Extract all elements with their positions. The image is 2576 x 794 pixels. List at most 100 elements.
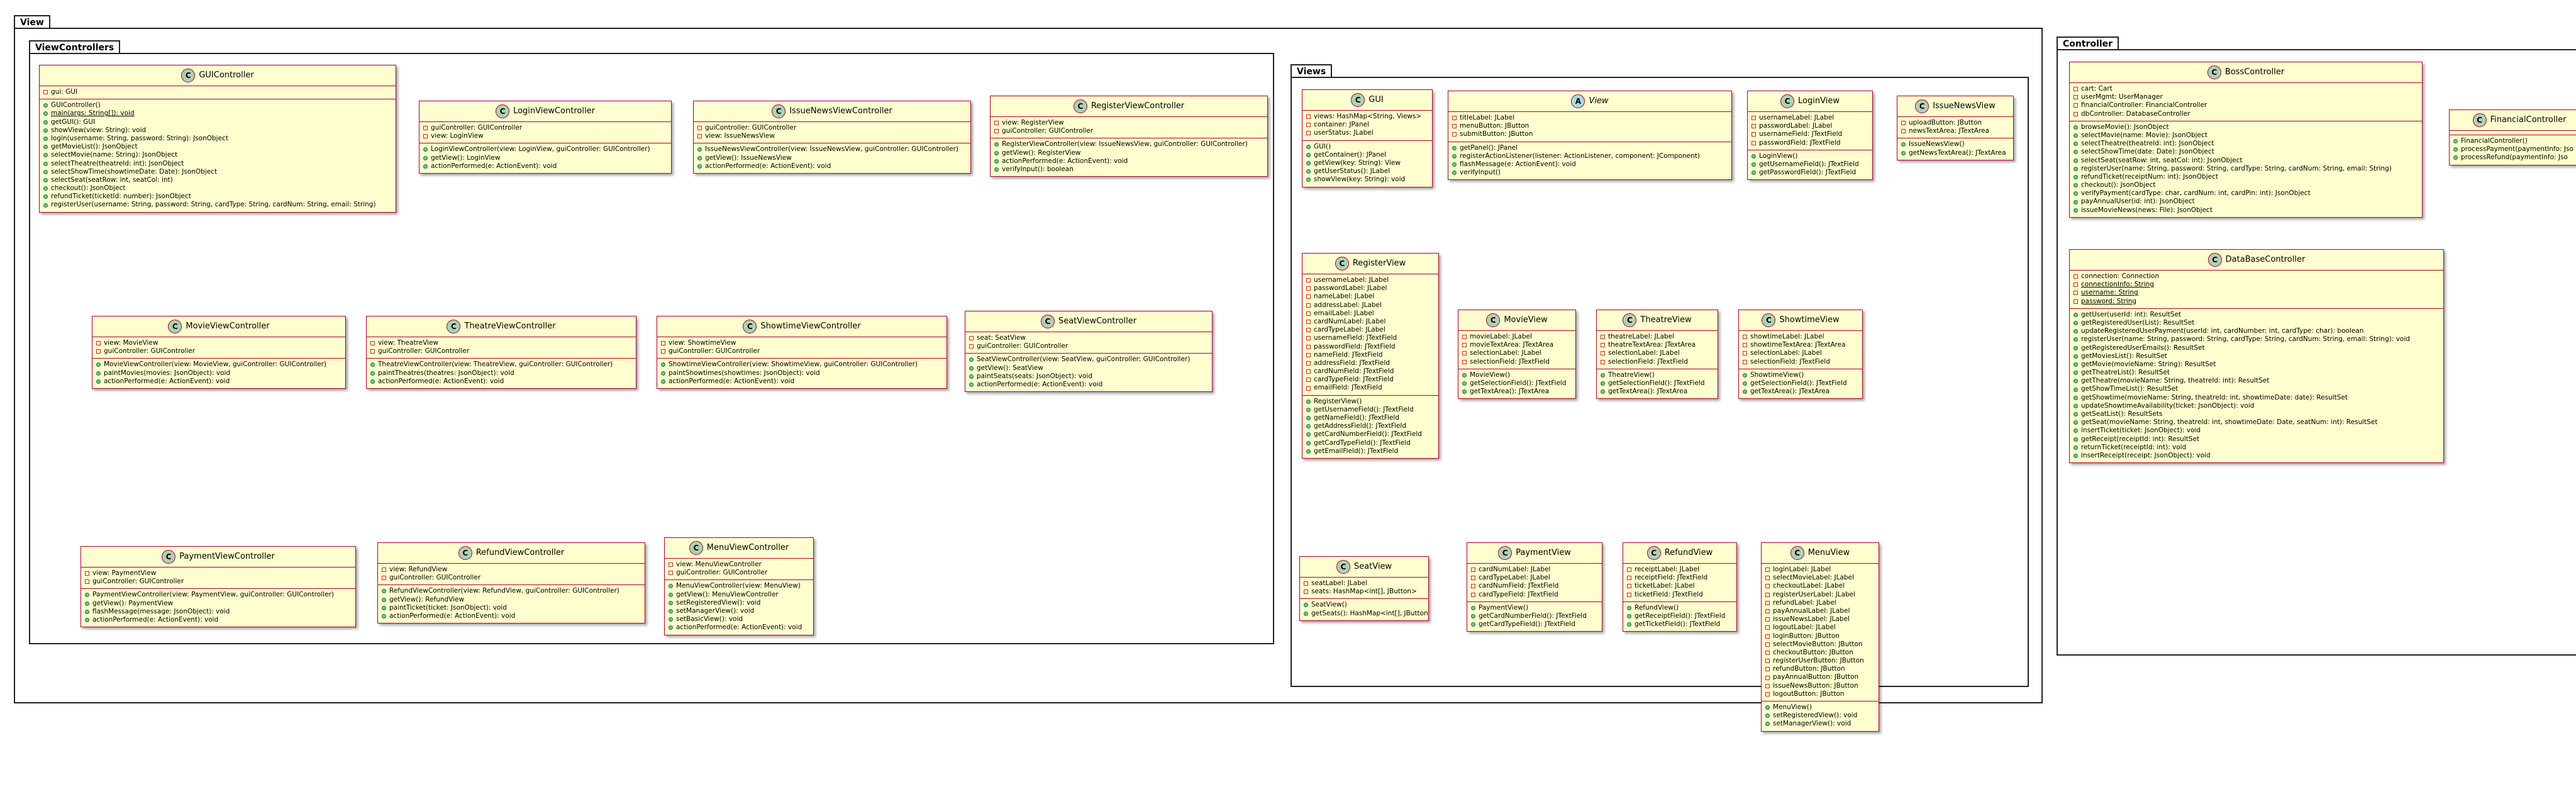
attribute-row: receiptLabel: JLabel bbox=[1627, 566, 1733, 574]
private-visibility-icon bbox=[969, 336, 974, 341]
attribute-text: gui: GUI bbox=[51, 88, 78, 96]
class-methods: IssueNewsView()getNewsTextArea(): JTextA… bbox=[1897, 138, 2013, 159]
package-controller-label: Controller bbox=[2057, 36, 2119, 50]
attribute-text: showtimeLabel: JLabel bbox=[1750, 333, 1824, 340]
public-visibility-icon bbox=[697, 155, 702, 160]
method-text: getTheatre(movieName: String, theatreId:… bbox=[2081, 377, 2270, 385]
attribute-text: cardNumLabel: JLabel bbox=[1479, 566, 1551, 573]
method-text: insertReceipt(receipt: JsonObject): void bbox=[2081, 451, 2211, 459]
public-visibility-icon bbox=[1901, 142, 1906, 147]
class-name: GUI bbox=[1368, 95, 1384, 105]
private-visibility-icon bbox=[1462, 343, 1467, 348]
method-text: insertTicket(ticket: JsonObject): void bbox=[2081, 427, 2201, 435]
attribute-row: showtimeTextArea: JTextArea bbox=[1743, 341, 1858, 349]
method-text: getView(key: String): View bbox=[1314, 159, 1401, 167]
private-visibility-icon bbox=[1306, 115, 1311, 120]
public-visibility-icon bbox=[1765, 722, 1770, 727]
attribute-row: ticketField: JTextField bbox=[1627, 591, 1733, 599]
attribute-text: guiController: GUIController bbox=[977, 342, 1069, 350]
public-visibility-icon bbox=[1743, 372, 1747, 377]
private-visibility-icon bbox=[1752, 140, 1756, 145]
attribute-row: cardNumField: JTextField bbox=[1306, 367, 1435, 376]
public-visibility-icon bbox=[96, 371, 101, 376]
method-row: showView(view: String): void bbox=[43, 126, 392, 135]
attribute-text: payAnnualLabel: JLabel bbox=[1773, 607, 1850, 615]
method-text: getView(): MenuViewController bbox=[676, 590, 779, 598]
method-text: MovieViewController(view: MovieView, gui… bbox=[104, 361, 327, 369]
method-row: getUserStatus(): JLabel bbox=[1306, 167, 1428, 176]
method-row: paintShowtimes(showtimes: JsonObject): v… bbox=[661, 369, 943, 377]
method-row: getMovie(movieName: String): ResultSet bbox=[2074, 361, 2440, 369]
method-text: getShowTimeList(): ResultSet bbox=[2081, 385, 2179, 393]
attribute-row: guiController: GUIController bbox=[969, 342, 1208, 350]
method-text: getCardTypeField(): JTextField bbox=[1479, 620, 1575, 629]
private-visibility-icon bbox=[1601, 351, 1605, 356]
attribute-row: issueNewsLabel: JLabel bbox=[1765, 615, 1875, 623]
public-visibility-icon bbox=[969, 357, 974, 362]
private-visibility-icon bbox=[1627, 592, 1631, 597]
attribute-row: usernameField: JTextField bbox=[1306, 334, 1435, 342]
attribute-row: usernameField: JTextField bbox=[1752, 130, 1868, 138]
public-visibility-icon bbox=[1765, 713, 1770, 719]
class-icon: C bbox=[1646, 546, 1661, 560]
public-visibility-icon bbox=[697, 147, 702, 152]
method-row: SeatViewController(view: SeatView, guiCo… bbox=[969, 355, 1208, 364]
private-visibility-icon bbox=[1627, 584, 1631, 589]
public-visibility-icon bbox=[2074, 371, 2078, 376]
attribute-row: usernameLabel: JLabel bbox=[1752, 114, 1868, 122]
method-row: paintTheatres(theatres: JsonObject): voi… bbox=[370, 369, 632, 377]
public-visibility-icon bbox=[2074, 362, 2078, 367]
attribute-text: addressField: JTextField bbox=[1314, 359, 1390, 367]
method-row: paintTicket(ticket: JsonObject): void bbox=[382, 604, 641, 612]
attribute-text: selectionField: JTextField bbox=[1608, 357, 1688, 366]
private-visibility-icon bbox=[2074, 87, 2078, 92]
attribute-row: theatreTextArea: JTextArea bbox=[1601, 341, 1714, 349]
public-visibility-icon bbox=[96, 379, 101, 384]
method-row: processPayment(paymentInfo: Jso bbox=[2453, 145, 2576, 154]
method-text: MenuViewController(view: MenuView) bbox=[676, 582, 801, 590]
method-text: getMovieList(): JsonObject bbox=[51, 143, 138, 151]
method-text: main(args: String[]): void bbox=[51, 109, 135, 118]
public-visibility-icon bbox=[1471, 605, 1475, 610]
private-visibility-icon bbox=[382, 576, 386, 581]
method-text: registerActionListener(listener: ActionL… bbox=[1460, 152, 1700, 160]
attribute-text: guiController: GUIController bbox=[431, 124, 523, 131]
class-name: RegisterViewController bbox=[1091, 101, 1185, 111]
method-text: issueMovieNews(news: File): JsonObject bbox=[2081, 206, 2212, 214]
public-visibility-icon bbox=[1306, 399, 1311, 404]
method-row: getSelectionField(): JTextField bbox=[1462, 379, 1572, 388]
private-visibility-icon bbox=[1471, 568, 1475, 573]
